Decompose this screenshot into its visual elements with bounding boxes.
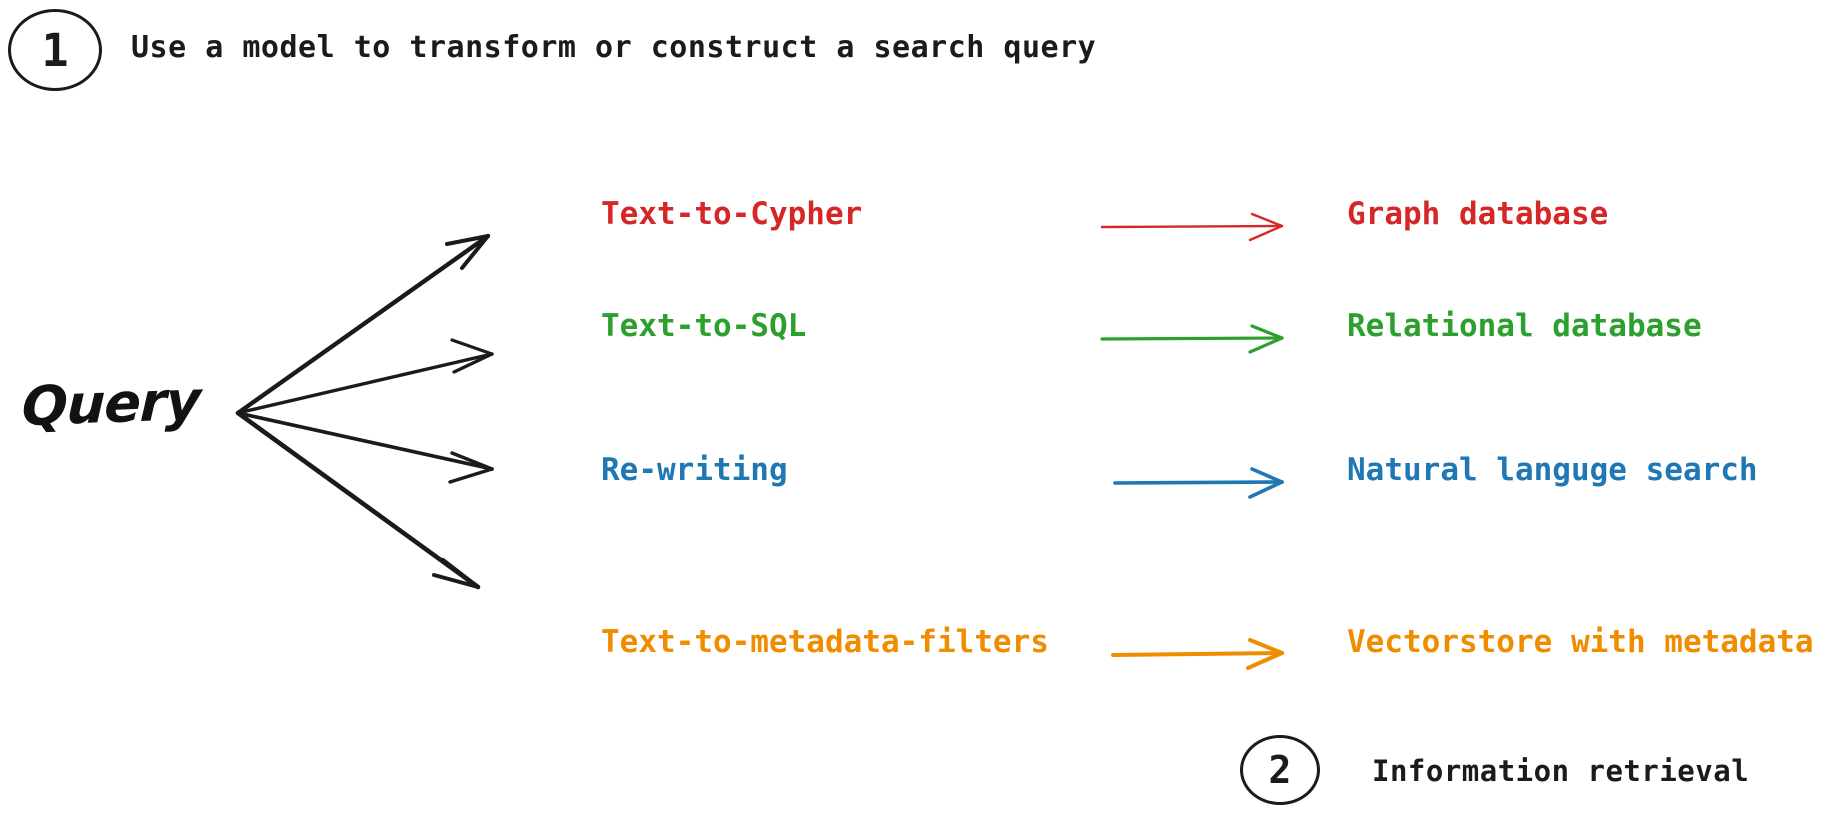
method-label-re-writing: Re-writing [601,452,788,488]
query-fan-arrows [235,233,494,590]
step-1-number: 1 [41,23,69,77]
method-label-text-to-metadata-filters: Text-to-metadata-filters [601,624,1049,660]
step-1-title: Use a model to transform or construct a … [131,30,1097,65]
method-label-text-to-cypher: Text-to-Cypher [601,196,863,232]
step-2-badge: 2 [1240,735,1320,805]
connector-arrow-graph-database [1100,212,1284,242]
connector-arrow-vectorstore-with-metadata [1111,638,1284,670]
connector-arrow-natural-language-search [1113,467,1284,499]
step-2-number: 2 [1268,748,1292,792]
connector-arrow-relational-database [1100,324,1284,354]
method-label-text-to-sql: Text-to-SQL [601,308,807,344]
target-label-vectorstore-with-metadata: Vectorstore with metadata [1347,624,1814,660]
target-label-relational-database: Relational database [1347,308,1702,344]
step-2-title: Information retrieval [1372,754,1750,788]
step-1-badge: 1 [8,9,102,91]
target-label-graph-database: Graph database [1347,196,1609,232]
target-label-natural-language-search: Natural languge search [1347,452,1758,488]
